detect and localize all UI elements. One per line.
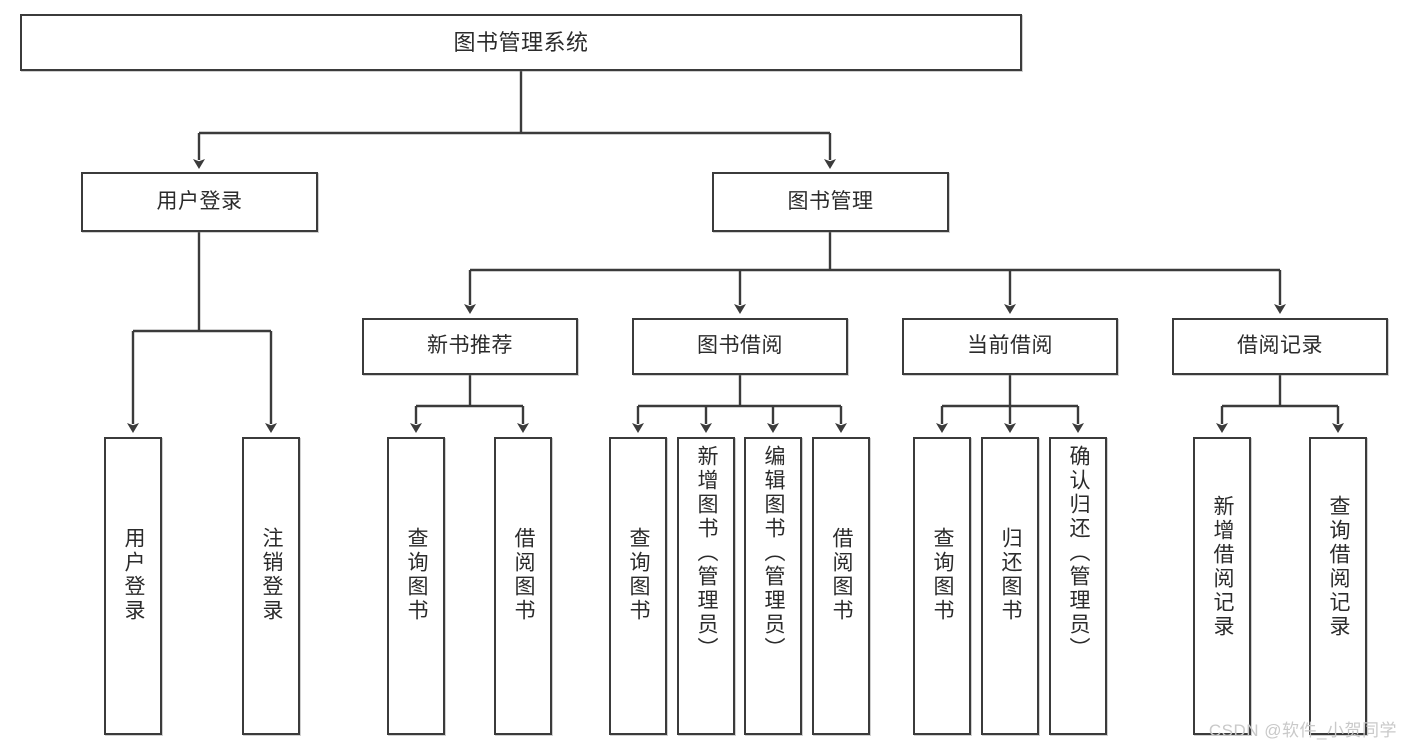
node-leaf-borrow-book-2[interactable]: 借阅图书 (812, 437, 870, 735)
node-leaf-query-book-1[interactable]: 查询图书 (387, 437, 445, 735)
node-borrow-record[interactable]: 借阅记录 (1172, 318, 1388, 375)
node-root-system[interactable]: 图书管理系统 (20, 14, 1022, 71)
node-leaf-confirm-return[interactable]: 确认归还（管理员） (1049, 437, 1107, 735)
node-label: 注销登录 (260, 527, 284, 623)
node-label: 图书借阅 (697, 334, 783, 358)
node-label: 图书管理系统 (453, 29, 589, 55)
node-leaf-query-book-3[interactable]: 查询图书 (913, 437, 971, 735)
node-label: 查询图书 (931, 527, 955, 623)
node-label: 编辑图书（管理员） (762, 445, 786, 661)
node-label: 查询图书 (627, 527, 651, 623)
node-label: 借阅记录 (1237, 334, 1323, 358)
node-leaf-query-book-2[interactable]: 查询图书 (609, 437, 667, 735)
node-label: 查询借阅记录 (1327, 495, 1351, 639)
node-label: 用户登录 (122, 527, 146, 623)
node-label: 图书管理 (787, 189, 874, 213)
node-label: 当前借阅 (967, 334, 1053, 358)
node-leaf-edit-book[interactable]: 编辑图书（管理员） (744, 437, 802, 735)
node-leaf-add-book[interactable]: 新增图书（管理员） (677, 437, 735, 735)
node-new-book-recommend[interactable]: 新书推荐 (362, 318, 578, 375)
node-leaf-logout[interactable]: 注销登录 (242, 437, 300, 735)
node-label: 借阅图书 (512, 527, 536, 623)
node-leaf-return-book[interactable]: 归还图书 (981, 437, 1039, 735)
node-book-borrow[interactable]: 图书借阅 (632, 318, 848, 375)
node-leaf-user-login[interactable]: 用户登录 (104, 437, 162, 735)
node-label: 新增借阅记录 (1211, 495, 1235, 639)
node-label: 新增图书（管理员） (695, 445, 719, 661)
node-leaf-query-record[interactable]: 查询借阅记录 (1309, 437, 1367, 735)
node-label: 确认归还（管理员） (1067, 445, 1091, 661)
node-label: 用户登录 (156, 189, 243, 213)
node-label: 新书推荐 (427, 334, 513, 358)
node-label: 归还图书 (999, 527, 1023, 623)
node-leaf-add-record[interactable]: 新增借阅记录 (1193, 437, 1251, 735)
node-label: 查询图书 (405, 527, 429, 623)
node-current-borrow[interactable]: 当前借阅 (902, 318, 1118, 375)
node-leaf-borrow-book-1[interactable]: 借阅图书 (494, 437, 552, 735)
node-book-management[interactable]: 图书管理 (712, 172, 949, 232)
node-user-login[interactable]: 用户登录 (81, 172, 318, 232)
watermark: CSDN @软件_小贺同学 (1208, 721, 1397, 740)
node-label: 借阅图书 (830, 527, 854, 623)
